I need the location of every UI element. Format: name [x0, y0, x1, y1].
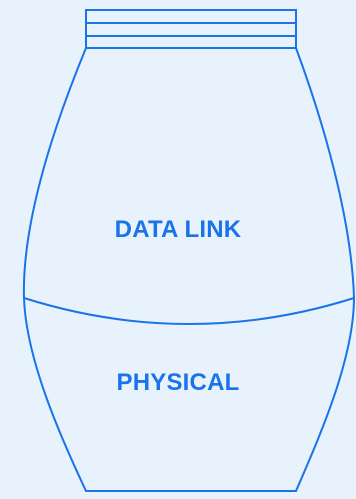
vase-body	[22, 47, 356, 492]
layer-label-data-link: DATA LINK	[114, 216, 242, 243]
layer-divider	[23, 297, 355, 325]
layer-label-physical: PHYSICAL	[116, 369, 240, 396]
lid-outline	[85, 9, 297, 49]
lid	[85, 9, 297, 49]
